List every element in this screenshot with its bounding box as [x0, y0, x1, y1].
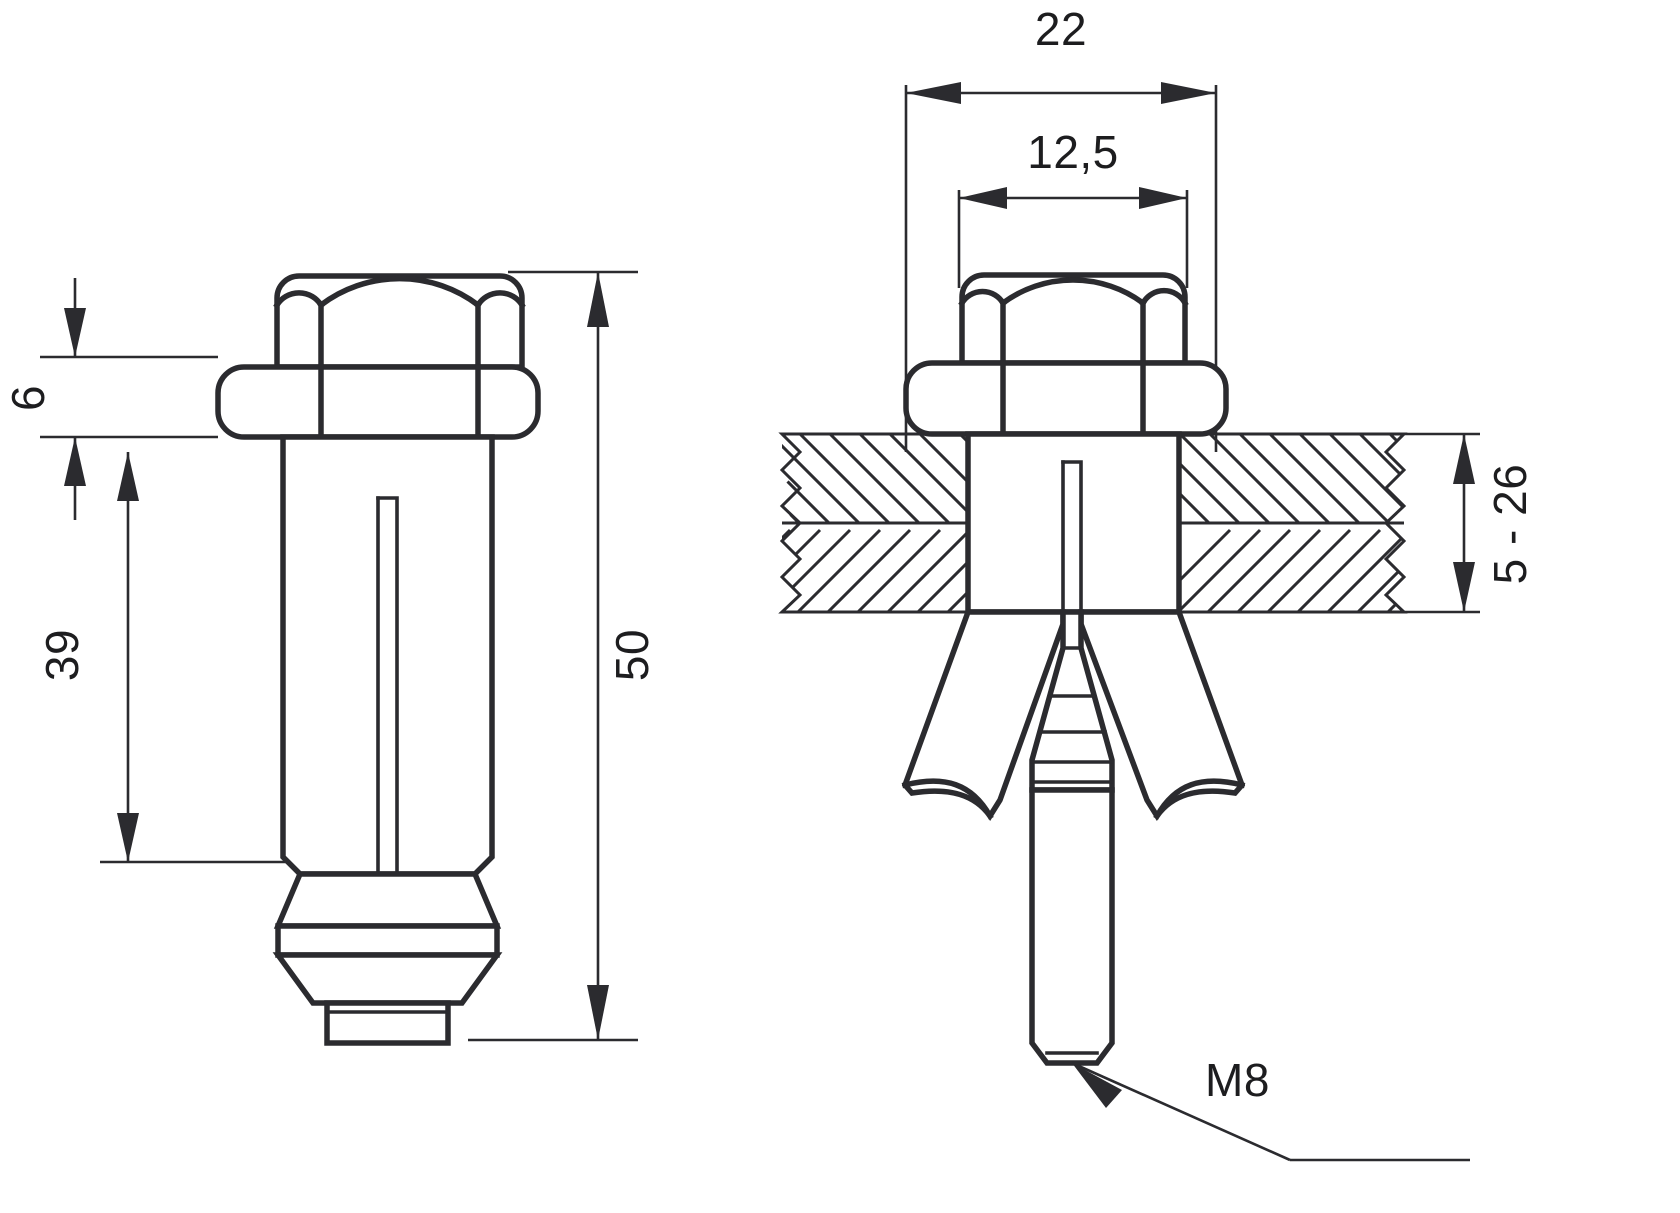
arrow-39-bottom	[117, 813, 139, 862]
dim-label-50: 50	[606, 629, 658, 681]
arrow-22-right	[1161, 82, 1216, 104]
dim-label-6: 6	[2, 385, 54, 411]
dimension-12-5: 12,5	[957, 126, 1189, 288]
hex-chamfer-arc-right-r	[1139, 287, 1189, 307]
arrow-125-left	[959, 187, 1007, 209]
hex-chamfer-arc-right-c	[999, 277, 1147, 307]
arrow-grip-bottom	[1453, 562, 1475, 612]
leader-line-m8	[1071, 1061, 1291, 1162]
wing-left	[901, 609, 1066, 821]
bolt-shank	[1029, 787, 1115, 1066]
panel-hatch-upper-right	[1179, 434, 1404, 523]
arrow-39-top	[117, 452, 139, 501]
arrow-50-top	[587, 272, 609, 327]
leader-m8	[1071, 1061, 1470, 1162]
panel-section	[778, 432, 1408, 614]
wing-right-inner-curve	[1153, 778, 1246, 820]
left-view: 6 39 50	[2, 270, 658, 1046]
arrow-50-bottom	[587, 985, 609, 1040]
anchor-body-left-view	[215, 273, 541, 1046]
cone-lower-left	[272, 952, 503, 1006]
leader-arrow-m8	[1072, 1063, 1122, 1108]
wing-right	[1078, 609, 1246, 821]
dim-label-125: 12,5	[1027, 126, 1119, 178]
arrow-6-bottom	[64, 437, 86, 486]
hex-head-right	[959, 272, 1188, 366]
arrow-22-left	[906, 82, 961, 104]
dimension-50: 50	[468, 270, 658, 1042]
panel-hatch-upper-left	[782, 434, 968, 523]
hex-chamfer-arc-left	[273, 290, 325, 309]
arrow-6-top	[64, 308, 86, 357]
dim-label-22: 22	[1035, 3, 1087, 55]
cone-upper-left	[273, 871, 502, 929]
cone-band-left	[275, 923, 500, 958]
right-view: 22 12,5	[778, 3, 1536, 1162]
panel-hatch-lower-right	[1179, 528, 1404, 612]
arrow-125-right	[1139, 187, 1187, 209]
dim-label-grip: 5 - 26	[1484, 464, 1536, 585]
sleeve-slot-right	[1061, 460, 1083, 614]
arrow-grip-top	[1453, 434, 1475, 484]
anchor-body-right-view: M8	[901, 272, 1470, 1162]
hex-chamfer-arc-center	[317, 275, 482, 309]
dim-label-m8: M8	[1205, 1054, 1270, 1106]
dim-label-39: 39	[36, 629, 88, 681]
wing-left-inner-curve	[901, 778, 994, 820]
hex-chamfer-arc-right-l	[958, 288, 1007, 307]
panel-hatch-lower-left	[782, 528, 968, 612]
flange-washer-right	[903, 360, 1229, 437]
sleeve-slot-left	[376, 496, 399, 876]
hex-chamfer-arc-right	[474, 290, 526, 309]
dimension-grip-range: 5 - 26	[1404, 432, 1536, 614]
dimension-6: 6	[2, 278, 218, 520]
flange-washer-left	[215, 364, 541, 440]
hex-head-left	[274, 273, 525, 370]
thread-stub-left	[324, 1000, 451, 1046]
dimension-39: 39	[36, 452, 286, 864]
sleeve-body-left	[280, 434, 495, 877]
